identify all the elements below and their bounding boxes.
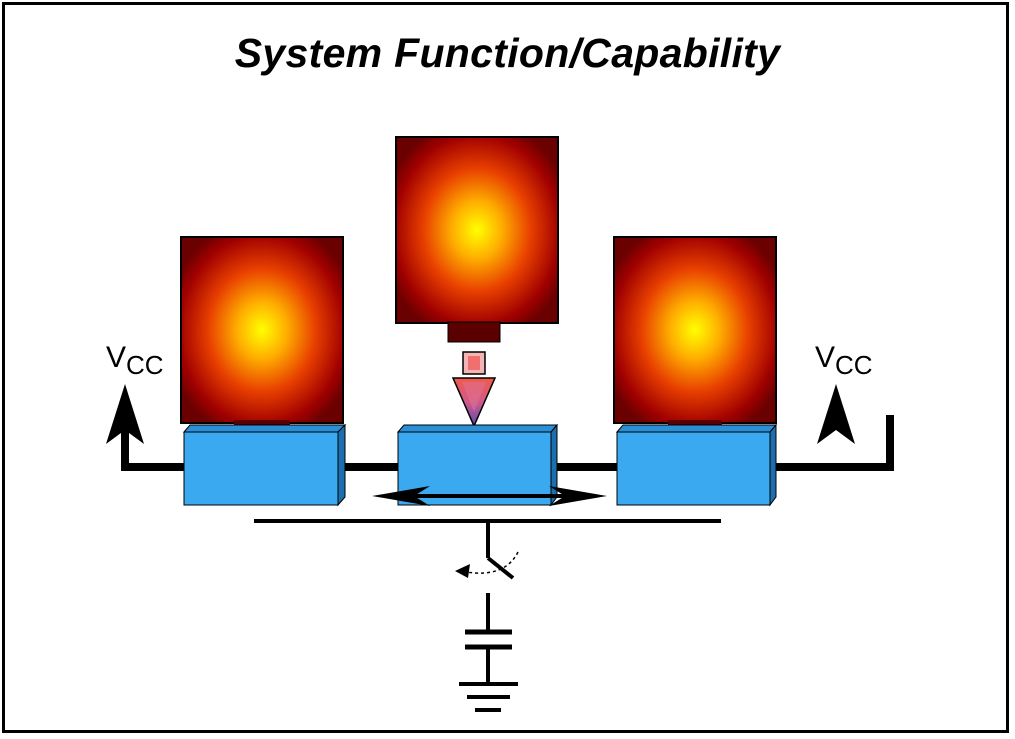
heater-right	[613, 236, 777, 430]
down-arrow-icon	[451, 351, 497, 428]
vcc-left-main: V	[106, 341, 127, 374]
vcc-label-left: VCC	[106, 341, 164, 381]
capacitor-icon	[465, 593, 512, 684]
vcc-right-main: V	[815, 341, 836, 374]
element-block-center	[396, 423, 559, 507]
switch-icon	[486, 521, 515, 580]
ground-icon	[459, 682, 518, 712]
heater-left	[180, 236, 344, 430]
page-title: System Function/Capability	[234, 30, 781, 76]
element-block-left	[182, 423, 347, 507]
double-headed-arrow-icon	[372, 486, 607, 506]
vcc-label-right: VCC	[815, 341, 873, 381]
up-arrow-icon	[106, 384, 144, 444]
up-arrow-icon	[817, 384, 855, 444]
vcc-right-sub: CC	[835, 350, 873, 380]
vcc-left-sub: CC	[126, 350, 164, 380]
rotation-arrow-icon	[455, 551, 519, 578]
heater-center	[395, 136, 559, 343]
element-block-right	[615, 423, 778, 507]
